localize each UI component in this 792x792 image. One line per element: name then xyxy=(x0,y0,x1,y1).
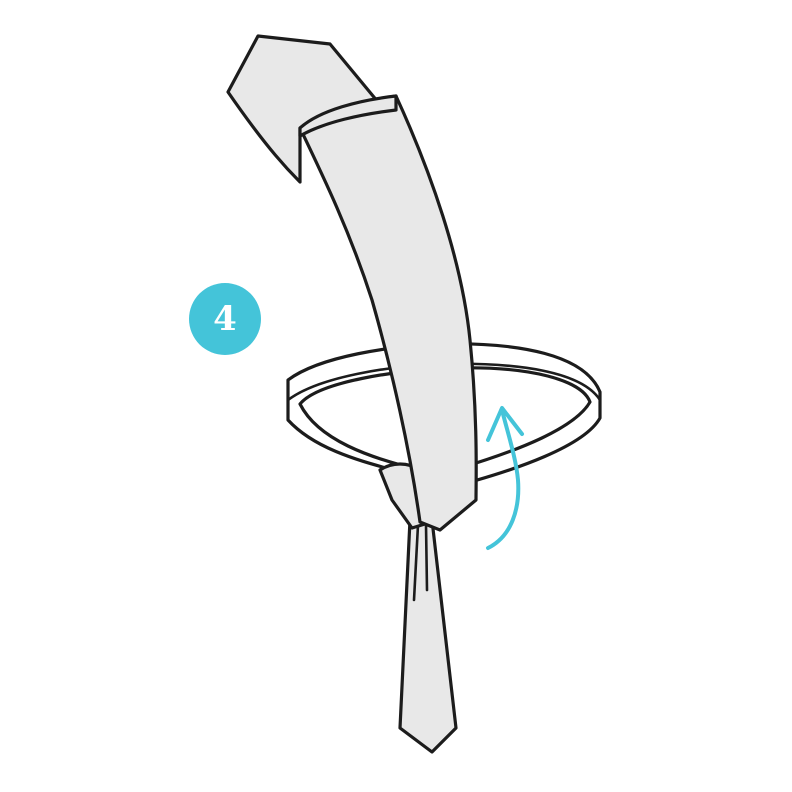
narrow-tie-end xyxy=(398,518,458,754)
step-number-badge: 4 xyxy=(189,283,261,355)
knot-crease xyxy=(424,523,429,592)
wide-tie-fold xyxy=(298,94,398,138)
curved-up-arrow-icon xyxy=(486,408,521,550)
arrow-head xyxy=(486,406,524,442)
knot-crease xyxy=(412,523,420,602)
